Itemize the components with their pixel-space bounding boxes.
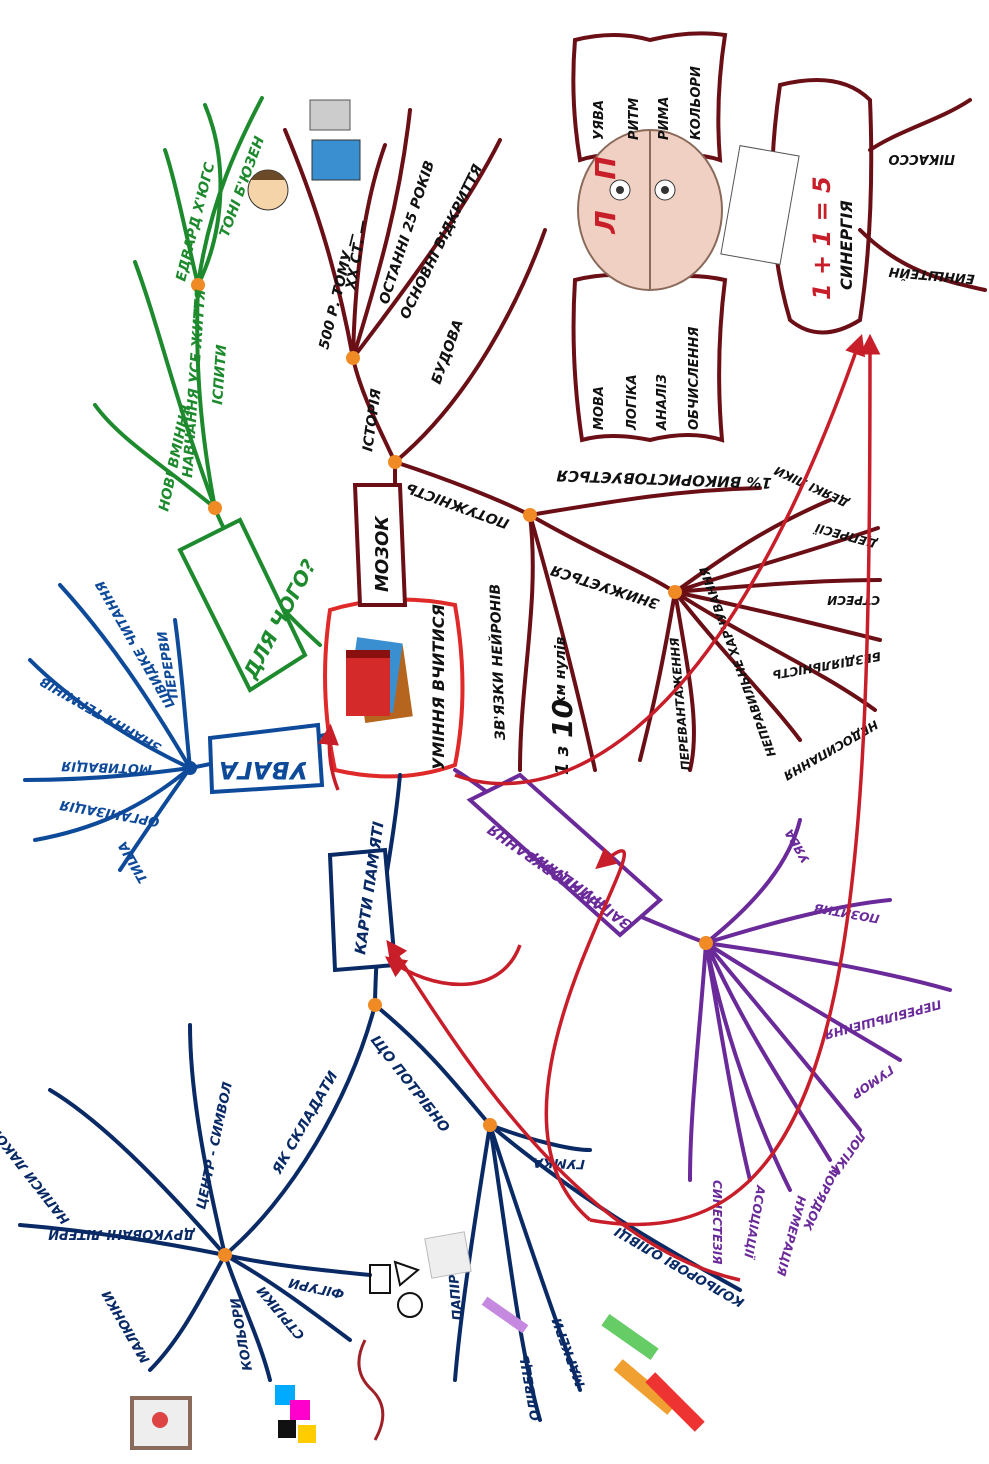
mindmaps-need-item: ПАПІР <box>447 1273 466 1321</box>
left-hemisphere-item: ЛОГІКА <box>625 374 640 431</box>
left-hemisphere-item: ОБЧИСЛЕННЯ <box>687 327 702 430</box>
memory-item: ПЕРЕБІЛЬШЕННЯ <box>823 997 943 1042</box>
mindmaps-need-item: МАРКЕРИ <box>550 1315 589 1388</box>
attention-node-dot <box>183 761 197 775</box>
decrease-item: ПЕРЕВАНТАЖЕННЯ <box>667 637 693 771</box>
power-zeros: 1 з 10 км нулів <box>546 636 579 775</box>
brain-node-dot <box>388 455 402 469</box>
mindmaps-how-item: ДРУКОВАНІ ЛІТЕРИ <box>48 1226 196 1241</box>
memory-branch[interactable] <box>453 768 952 1192</box>
decrease-label: ЗНИЖУЄТЬСЯ <box>549 561 661 611</box>
mindmaps-need-item: КОЛЬОРОВІ ОЛІВЦІ <box>612 1223 747 1309</box>
power-connections: ЗВ'ЯЗКИ НЕЙРОНІВ <box>487 584 509 741</box>
power-used: 1% ВИКОРИСТОВУЄТЬСЯ <box>556 466 772 492</box>
synergy-item: ЕЙНШТЕЙН <box>888 263 975 286</box>
attention-item: ТИША <box>116 838 152 885</box>
memory-item: ГУМОР <box>849 1063 896 1102</box>
right-hemisphere-item: РИМА <box>657 97 672 140</box>
right-hemisphere-item: УЯВА <box>592 100 607 140</box>
mindmaps-how-item: ФІГУРИ <box>287 1274 345 1300</box>
person-icon <box>247 169 289 211</box>
mindmaps-need-label: ЩО ПОТРІБНО <box>367 1033 452 1136</box>
memory-item: АСОЦІАЦІЇ <box>741 1183 769 1260</box>
brain-node-dot <box>346 351 360 365</box>
attention-title: УВАГА <box>219 756 308 784</box>
left-hemisphere-item: АНАЛІЗ <box>655 374 670 431</box>
right-hemisphere-item: КОЛЬОРИ <box>689 66 704 140</box>
computer-icon <box>309 99 361 181</box>
right-hemisphere-item: РИТМ <box>627 98 642 140</box>
connector-arrows <box>318 333 881 1282</box>
central-title: УМІННЯ ВЧИТИСЯ <box>429 604 448 770</box>
memory-item: СИНЕСТЕЗІЯ <box>710 1180 724 1265</box>
left-hemisphere-item: МОВА <box>592 386 607 430</box>
why-node-dot <box>208 501 222 515</box>
mindmaps-need-item: ГУМКА <box>533 1154 585 1171</box>
decrease-item: СТРЕСИ <box>827 593 880 607</box>
synergy-label: СИНЕРГІЯ <box>837 200 856 290</box>
decrease-item: НЕПРАВИЛЬНЕ ХАРЧУВАННЯ <box>697 565 779 759</box>
central-topic[interactable]: УМІННЯ ВЧИТИСЯ <box>323 597 465 779</box>
why-item: ІСПИТИ <box>210 344 230 405</box>
brain-structure-label: БУДОВА <box>429 318 467 387</box>
paper-icon <box>424 1231 472 1279</box>
brain-icon <box>577 129 800 291</box>
power-zeros-10: 10 <box>546 699 579 738</box>
memory-item: НУМЕРАЦІЯ <box>774 1194 809 1277</box>
attention-item: МОТИВАЦІЯ <box>61 758 152 776</box>
right-hemisphere-letter: П <box>589 156 622 179</box>
why-node-dot <box>191 278 205 292</box>
brain-node-dot <box>523 508 537 522</box>
synergy-formula: 1 + 1 = 5 <box>808 176 836 300</box>
mindmaps-how-item: КОЛЬОРИ <box>228 1296 256 1371</box>
power-zeros-rest: км нулів <box>553 636 569 705</box>
shapes-icon <box>369 1260 423 1318</box>
books-icon <box>346 637 413 723</box>
attention-item: ЗНАННЯ ТЕРМІНІВ <box>38 673 164 755</box>
decrease-item: ДЕЯКІ ЛІКИ <box>772 463 852 510</box>
mindmaps-node-dot <box>483 1118 497 1132</box>
mindmaps-need-item: ОЛІВЕЦЬ <box>517 1353 543 1422</box>
why-branch[interactable] <box>93 96 322 693</box>
memory-node-dot <box>699 936 713 950</box>
left-hemisphere-letter: Л <box>589 210 622 234</box>
synergy-item: ПІКАССО <box>888 151 955 166</box>
mindmaps-node-dot <box>218 1248 232 1262</box>
memory-item: УЯВА <box>782 827 813 866</box>
squiggle-arrow-icon <box>357 1339 385 1441</box>
drawing-frame-icon <box>130 1396 192 1450</box>
brain-title: МОЗОК <box>372 515 393 592</box>
attention-branch[interactable] <box>23 583 327 872</box>
mindmaps-how-item: МАЛЮНКИ <box>100 1287 154 1365</box>
power-zeros-1: 1 з <box>552 746 573 775</box>
colors-icon <box>275 1385 316 1443</box>
mindmaps-node-dot <box>368 998 382 1012</box>
colored-pencils-icon <box>601 1314 705 1432</box>
power-label: ПОТУЖНІСТЬ <box>404 479 511 531</box>
brain-node-dot <box>668 585 682 599</box>
pencil-icon <box>481 1296 529 1334</box>
mindmaps-how-item: НАПИСИ ЛАКОНІЧНІ <box>0 1098 73 1227</box>
brain-branch[interactable] <box>283 31 987 772</box>
